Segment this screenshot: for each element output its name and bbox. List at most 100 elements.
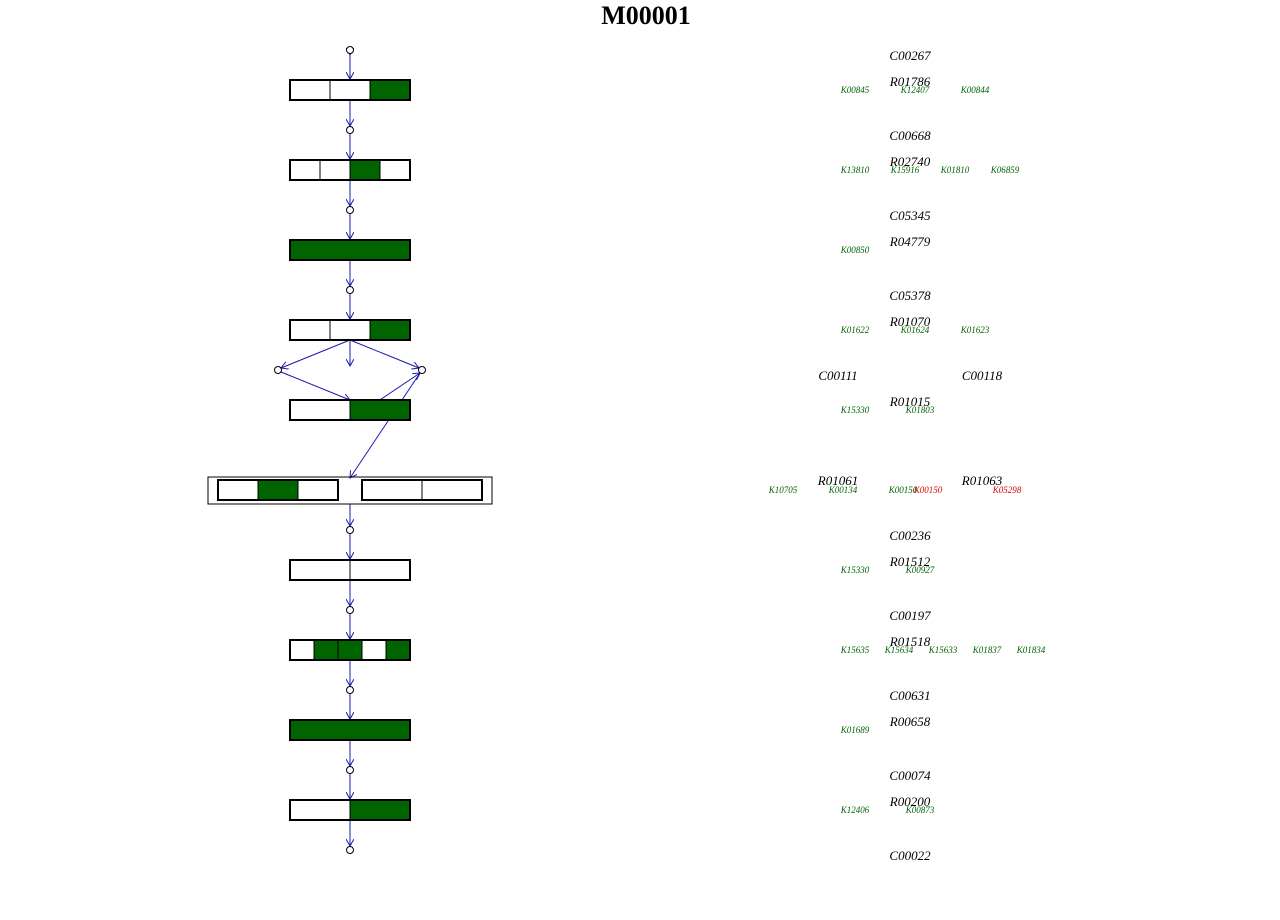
compound-label: C00267 (889, 48, 931, 63)
reaction-box-segment-absent (319, 159, 351, 181)
compound-label: C00631 (889, 688, 930, 703)
reaction-box-segment-absent (217, 479, 259, 501)
reaction-label: R01786 (889, 74, 931, 89)
reaction-box-segment-absent (289, 399, 351, 421)
ko-label: K01689 (840, 725, 870, 735)
ko-label: K00845 (840, 85, 870, 95)
reaction-box-outline (289, 639, 411, 661)
reaction-box-segment-absent (379, 159, 411, 181)
reaction-label: R01518 (889, 634, 931, 649)
reaction-box-segment-absent (289, 79, 331, 101)
reaction-box-segment-absent (349, 559, 411, 581)
module-title: M00001 (601, 1, 691, 30)
compound-node (346, 206, 354, 214)
reaction-box-outline (289, 399, 411, 421)
ko-label: K01622 (840, 325, 870, 335)
compound-nodes (274, 46, 426, 854)
compound-node (346, 766, 354, 774)
ko-label: K15633 (928, 645, 958, 655)
compound-node (346, 606, 354, 614)
reaction-box-segment-absent (421, 479, 483, 501)
reaction-box-outline (217, 479, 339, 501)
reaction-box-segment-present (369, 319, 411, 341)
ko-label: K15635 (840, 645, 870, 655)
ko-label: K01623 (960, 325, 990, 335)
reaction-box-segment-present (385, 639, 411, 661)
compound-label: C00074 (889, 768, 931, 783)
reaction-box-outline (289, 159, 411, 181)
ko-label: K15634 (884, 645, 914, 655)
reaction-box-outline (289, 559, 411, 581)
ko-label: K05298 (992, 485, 1022, 495)
ko-label: K10705 (768, 485, 798, 495)
ko-label: K01810 (940, 165, 970, 175)
reaction-box-segment-absent (361, 639, 387, 661)
ko-label: K12407 (900, 85, 930, 95)
compound-label: C00111 (818, 368, 857, 383)
compound-node (346, 286, 354, 294)
compound-label: C00118 (962, 368, 1003, 383)
compound-node (346, 846, 354, 854)
ko-label: K01837 (972, 645, 1002, 655)
reaction-box-segment-absent (329, 319, 371, 341)
reaction-group-outline (207, 476, 493, 505)
reaction-box-segment-present (349, 799, 411, 821)
reaction-label: R01070 (889, 314, 931, 329)
reaction-box-segment-absent (289, 319, 331, 341)
ko-label: K00150 (888, 485, 918, 495)
ko-label: K00844 (960, 85, 990, 95)
reaction-box-outline (289, 239, 411, 261)
reaction-box-segment-absent (289, 639, 315, 661)
ko-label: K15330 (840, 565, 870, 575)
reaction-box-outline (361, 479, 483, 501)
compound-label: C00236 (889, 528, 931, 543)
reaction-label: R01063 (961, 473, 1003, 488)
reaction-box-segment-absent (289, 159, 321, 181)
reaction-box-segment-present (369, 79, 411, 101)
reaction-arrow (280, 371, 350, 400)
ko-label: K00927 (905, 565, 935, 575)
compound-label: C05345 (889, 208, 931, 223)
reaction-box-segment-present (289, 719, 411, 741)
ko-label: K12406 (840, 805, 870, 815)
reaction-box-segment-present (289, 239, 411, 261)
reaction-box-segment-absent (289, 559, 351, 581)
reaction-box-segment-present (337, 639, 363, 661)
reaction-box-segment-present (257, 479, 299, 501)
ko-label: K00134 (828, 485, 858, 495)
reaction-arrow (350, 372, 421, 478)
compound-label: C00197 (889, 608, 931, 623)
ko-label: K06859 (990, 165, 1020, 175)
reaction-box-outline (289, 79, 411, 101)
reaction-label: R00200 (889, 794, 931, 809)
reaction-label: R02740 (889, 154, 931, 169)
compound-node-left (274, 366, 282, 374)
ko-label: K15330 (840, 405, 870, 415)
compound-node (346, 126, 354, 134)
ko-label: K01834 (1016, 645, 1046, 655)
ko-label: K01803 (905, 405, 935, 415)
ko-presence-boxes (207, 79, 493, 821)
compound-node (346, 686, 354, 694)
reaction-box-outline (289, 719, 411, 741)
compound-node (346, 526, 354, 534)
ko-label: K00150 (913, 485, 943, 495)
reaction-box-segment-absent (329, 79, 371, 101)
reaction-box-segment-absent (361, 479, 423, 501)
reaction-box-outline (289, 319, 411, 341)
reaction-box-segment-present (349, 399, 411, 421)
reaction-label: R01015 (889, 394, 931, 409)
ko-label: K15916 (890, 165, 920, 175)
compound-label: C00668 (889, 128, 931, 143)
reaction-arrow (281, 339, 351, 368)
compound-node-right (418, 366, 426, 374)
reaction-label: R00658 (889, 714, 931, 729)
reaction-label: R04779 (889, 234, 931, 249)
compound-label: C05378 (889, 288, 931, 303)
reaction-arrow (349, 339, 419, 368)
ko-label: K00873 (905, 805, 935, 815)
compound-label: C00022 (889, 848, 931, 863)
reaction-box-segment-present (349, 159, 381, 181)
